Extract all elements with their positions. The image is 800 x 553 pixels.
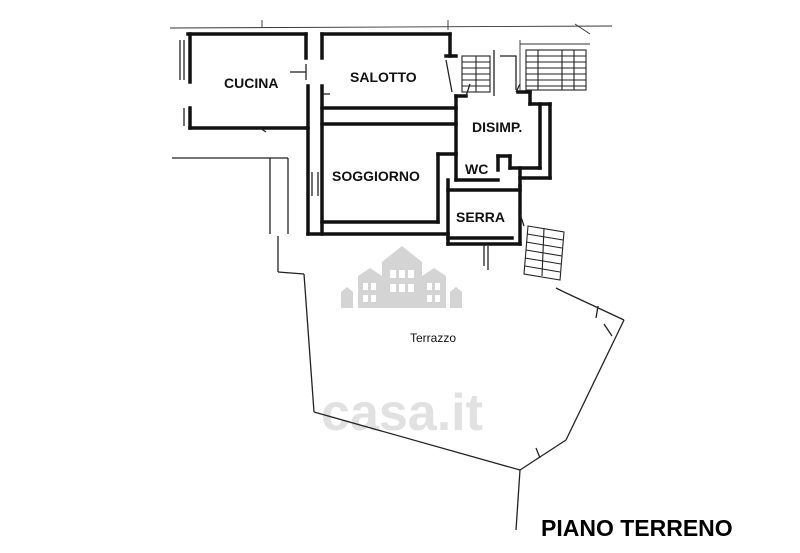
- terrace-outline: [172, 157, 625, 531]
- watermark-text: casa.it: [321, 384, 483, 442]
- exterior-walls: [179, 32, 458, 246]
- room-label-serra: SERRA: [456, 209, 505, 225]
- side-staircase: [519, 213, 565, 281]
- room-label-wc: WC: [465, 161, 488, 177]
- room-label-cucina: CUCINA: [224, 75, 278, 91]
- room-label-terrazzo: Terrazzo: [410, 331, 456, 345]
- watermark-logo-icon: [341, 246, 462, 308]
- floor-title: PIANO TERRENO: [541, 515, 733, 541]
- room-label-disimpegno: DISIMP.: [472, 119, 522, 135]
- top-staircase: [461, 40, 590, 96]
- room-label-salotto: SALOTTO: [350, 69, 417, 85]
- room-label-soggiorno: SOGGIORNO: [332, 168, 420, 184]
- top-boundary-lines: [169, 20, 613, 35]
- disimpegno-walls: [436, 32, 552, 266]
